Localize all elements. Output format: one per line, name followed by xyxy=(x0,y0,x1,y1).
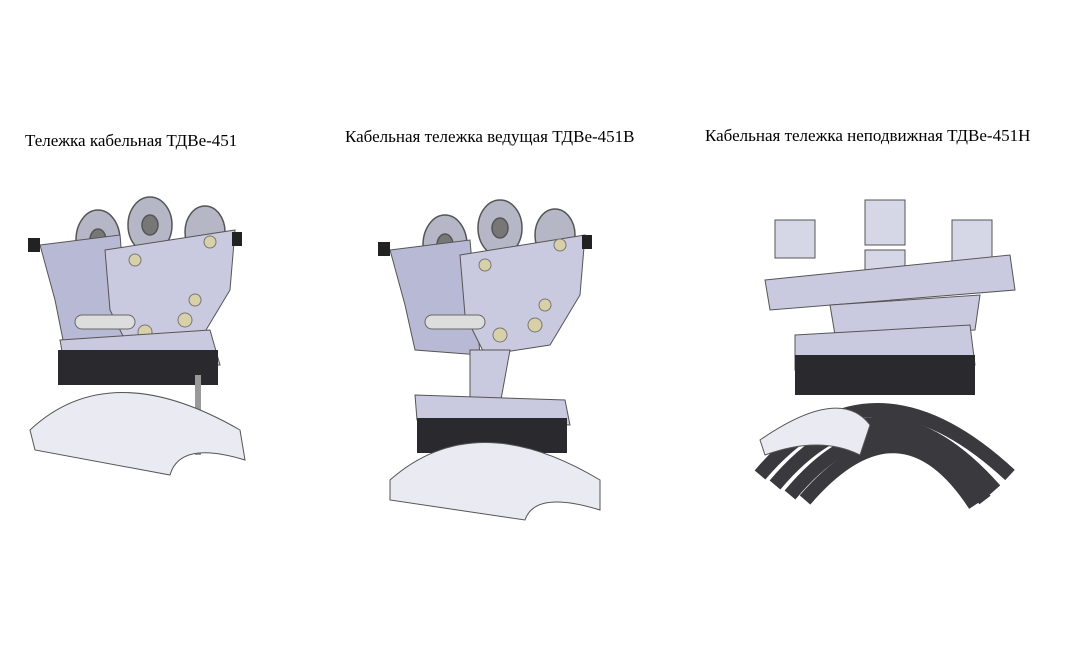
fixed-trolley-illustration xyxy=(754,199,1016,509)
product-caption-fixed: Кабельная тележка неподвижная ТДВе-451Н xyxy=(705,126,1031,145)
cable-trolley-illustration xyxy=(28,196,246,476)
cable-saddle xyxy=(29,392,246,476)
driving-trolley-illustration xyxy=(378,199,601,521)
product-caption-driving: Кабельная тележка ведущая ТДВе-451В xyxy=(345,127,635,146)
rubber-block xyxy=(58,350,218,385)
product-caption-standard: Тележка кабельная ТДВе-451 xyxy=(25,131,238,150)
side-plate-front xyxy=(104,229,236,351)
